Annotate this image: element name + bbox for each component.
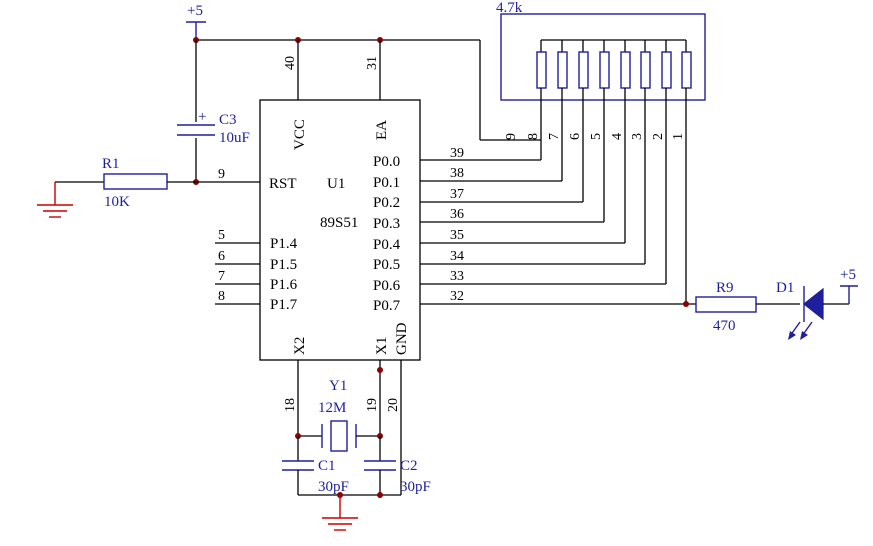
junction-dot xyxy=(377,367,383,373)
ground-symbol xyxy=(37,182,73,218)
svg-text:6: 6 xyxy=(568,133,583,140)
led-d1: D1 xyxy=(776,280,849,340)
svg-text:8: 8 xyxy=(218,289,225,304)
pin-num: 9 xyxy=(218,167,225,182)
svg-text:4: 4 xyxy=(610,133,625,140)
crystal-y1: Y1 12M xyxy=(298,378,380,452)
svg-text:X2: X2 xyxy=(292,337,308,355)
svg-text:P1.7: P1.7 xyxy=(270,297,298,313)
svg-text:P0.4: P0.4 xyxy=(373,237,401,253)
svg-text:P1.4: P1.4 xyxy=(270,236,298,252)
svg-text:19: 19 xyxy=(365,398,380,412)
r9-ref: R9 xyxy=(716,280,734,296)
svg-text:5: 5 xyxy=(218,228,225,243)
c3-ref: C3 xyxy=(219,112,237,128)
resistor-network: 4.7k 9 8 7 6 5 4 3 2 1 xyxy=(496,0,706,304)
rn-value: 4.7k xyxy=(496,0,523,16)
svg-text:32: 32 xyxy=(450,289,464,304)
svg-text:+: + xyxy=(198,109,206,125)
svg-text:5: 5 xyxy=(589,133,604,140)
chip-part: 89S51 xyxy=(320,215,358,231)
supply-label-led: +5 xyxy=(840,267,856,283)
svg-text:P1.6: P1.6 xyxy=(270,277,298,293)
svg-text:8: 8 xyxy=(526,133,541,140)
svg-text:18: 18 xyxy=(283,398,298,412)
svg-text:P0.2: P0.2 xyxy=(373,195,400,211)
pin-name: EA xyxy=(374,120,390,140)
c2-value: 30pF xyxy=(400,479,431,495)
svg-text:GND: GND xyxy=(394,322,410,355)
supply-label: +5 xyxy=(187,3,203,19)
svg-text:P0.3: P0.3 xyxy=(373,216,400,232)
ground-symbol xyxy=(322,495,358,531)
svg-text:36: 36 xyxy=(450,207,464,222)
svg-text:P0.0: P0.0 xyxy=(373,154,400,170)
capacitor-c3: + C3 10uF xyxy=(177,40,250,182)
svg-text:33: 33 xyxy=(450,269,464,284)
r1-ref: R1 xyxy=(102,156,120,172)
svg-text:P0.6: P0.6 xyxy=(373,278,401,294)
svg-text:35: 35 xyxy=(450,228,464,243)
y1-value: 12M xyxy=(318,400,346,416)
c1-value: 30pF xyxy=(318,479,349,495)
y1-ref: Y1 xyxy=(329,378,347,394)
pin-name: RST xyxy=(269,176,297,192)
svg-text:2: 2 xyxy=(651,133,666,140)
port1-pins: 5 6 7 8 P1.4 P1.5 P1.6 P1.7 xyxy=(215,228,298,313)
svg-text:39: 39 xyxy=(450,146,464,161)
pin-num: 40 xyxy=(283,56,298,70)
svg-text:7: 7 xyxy=(218,269,225,284)
capacitor-c1: C1 30pF xyxy=(282,436,349,495)
capacitor-c2: C2 30pF xyxy=(364,436,431,495)
supply-top-left: +5 xyxy=(186,3,206,40)
r1-value: 10K xyxy=(104,194,130,210)
svg-text:34: 34 xyxy=(450,249,464,264)
svg-text:38: 38 xyxy=(450,166,464,181)
svg-text:1: 1 xyxy=(671,133,686,140)
svg-text:9: 9 xyxy=(504,133,519,140)
svg-text:P0.7: P0.7 xyxy=(373,298,401,314)
svg-text:P0.5: P0.5 xyxy=(373,257,400,273)
d1-ref: D1 xyxy=(776,280,794,296)
r9-value: 470 xyxy=(713,318,736,334)
pin-num: 31 xyxy=(365,56,380,70)
svg-text:37: 37 xyxy=(450,187,464,202)
junction-dot xyxy=(683,301,689,307)
svg-text:3: 3 xyxy=(630,133,645,140)
c2-ref: C2 xyxy=(400,458,418,474)
port0-pins: 39 38 37 36 35 34 33 32 P0.0 P0.1 P0.2 P… xyxy=(373,146,696,314)
svg-text:7: 7 xyxy=(547,133,562,140)
svg-text:6: 6 xyxy=(218,249,225,264)
c1-ref: C1 xyxy=(318,458,336,474)
c3-value: 10uF xyxy=(219,130,250,146)
chip-u1-body xyxy=(259,99,421,361)
chip-ref: U1 xyxy=(327,176,345,192)
pin-name: VCC xyxy=(292,119,308,150)
junction-dot xyxy=(377,492,383,498)
svg-text:P1.5: P1.5 xyxy=(270,257,297,273)
supply-led: +5 xyxy=(840,267,858,304)
resistor-r1: R1 10K xyxy=(55,156,260,210)
svg-text:X1: X1 xyxy=(374,337,390,355)
svg-text:20: 20 xyxy=(386,398,401,412)
resistor-r9: R9 470 xyxy=(695,280,800,334)
svg-text:P0.1: P0.1 xyxy=(373,175,400,191)
